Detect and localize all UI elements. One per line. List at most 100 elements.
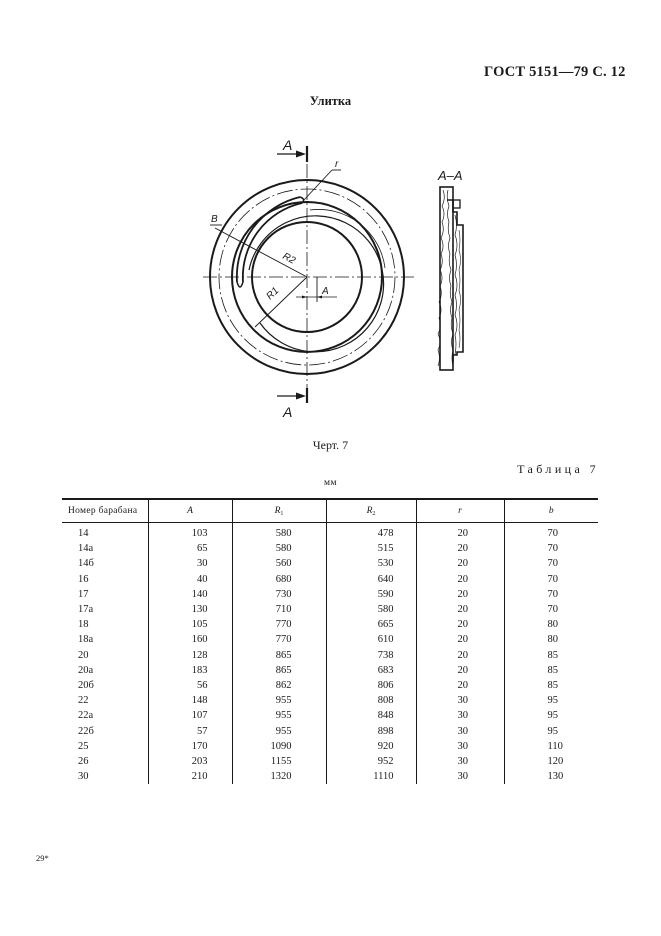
cell-r: 20	[415, 647, 504, 663]
cell-r2: 530	[325, 556, 416, 572]
cell-b: 80	[503, 617, 598, 633]
cell-n: 20	[78, 649, 89, 661]
cell-n: 16	[78, 573, 89, 585]
cell-r: 20	[415, 617, 504, 633]
cell-r: 20	[415, 556, 504, 572]
cell-r1: 560	[231, 556, 326, 572]
cell-n: 14	[78, 528, 89, 540]
cell-n: 18а	[78, 634, 94, 646]
cell-b: 70	[503, 571, 598, 587]
cell-b: 95	[503, 693, 598, 709]
cell-r1: 955	[231, 693, 326, 709]
table-units: мм	[323, 478, 338, 488]
cell-b: 95	[503, 723, 598, 739]
cell-b: 70	[503, 541, 598, 557]
cell-a: 203	[147, 753, 232, 769]
cell-r2: 920	[325, 738, 416, 754]
cell-n: 26	[78, 755, 89, 767]
cell-r: 30	[415, 738, 504, 754]
cell-a: 40	[147, 571, 232, 587]
cell-r: 20	[415, 522, 504, 542]
cell-n: 22б	[78, 725, 94, 737]
cell-r2: 640	[325, 571, 416, 587]
cell-n: 20б	[78, 679, 94, 691]
cell-r2: 898	[325, 723, 416, 739]
cell-b: 85	[503, 677, 598, 694]
cell-a: 105	[147, 617, 232, 633]
cell-n: 17а	[78, 604, 94, 616]
cell-r2: 808	[325, 693, 416, 709]
cell-r2: 515	[325, 541, 416, 557]
cell-r1: 1155	[231, 753, 326, 769]
cell-a: 128	[147, 647, 232, 663]
cell-n: 17	[78, 588, 89, 600]
cell-r1: 955	[231, 723, 326, 739]
cell-r2: 610	[325, 632, 416, 648]
cell-r: 20	[415, 662, 504, 678]
col-header-b: b	[503, 498, 598, 523]
cell-r: 20	[415, 677, 504, 694]
cell-r2: 580	[325, 601, 416, 618]
section-view-label: A–A	[437, 168, 463, 183]
cell-n: 18	[78, 619, 89, 631]
page-mark: 29*	[36, 853, 49, 863]
cell-r2: 1110	[325, 769, 416, 785]
cell-a: 183	[147, 662, 232, 678]
figure-title: Улитка	[309, 94, 352, 108]
cell-a: 57	[147, 723, 232, 739]
cell-b: 85	[503, 662, 598, 678]
cell-r: 30	[415, 693, 504, 709]
cell-b: 70	[503, 586, 598, 602]
cell-r2: 806	[325, 677, 416, 694]
cell-b: 80	[503, 632, 598, 648]
cell-r: 20	[415, 586, 504, 602]
table-label: Таблица 7	[517, 462, 599, 476]
dim-r-label: r	[335, 159, 339, 170]
dim-a-label: A	[321, 286, 329, 297]
radius-r2-label: R2	[281, 251, 298, 267]
cell-a: 148	[147, 693, 232, 709]
col-header-small-r: r	[415, 498, 504, 523]
cell-a: 160	[147, 632, 232, 648]
cell-b: 85	[503, 647, 598, 663]
cell-r1: 865	[231, 662, 326, 678]
cell-a: 56	[147, 677, 232, 694]
cell-a: 107	[147, 708, 232, 724]
figure-caption: Черт. 7	[312, 438, 349, 452]
cell-b: 70	[503, 522, 598, 542]
cell-r1: 580	[231, 522, 326, 542]
cell-n: 30	[78, 771, 89, 783]
cell-r2: 952	[325, 753, 416, 769]
cell-b: 110	[503, 738, 598, 754]
cell-a: 140	[147, 586, 232, 602]
col-header-drum-number: Номер барабана	[62, 498, 148, 523]
cell-r1: 580	[231, 541, 326, 557]
cell-r: 20	[415, 632, 504, 648]
col-header-r2: R2	[325, 498, 416, 523]
cell-b: 95	[503, 708, 598, 724]
cell-r1: 730	[231, 586, 326, 602]
cell-r2: 848	[325, 708, 416, 724]
cell-a: 130	[147, 601, 232, 618]
cell-n: 20а	[78, 664, 94, 676]
technical-drawing-snail: A A A–A B r A R2 R1	[203, 137, 464, 420]
cell-r1: 955	[231, 708, 326, 724]
cell-r2: 738	[325, 647, 416, 663]
cell-r1: 1320	[231, 769, 326, 785]
cell-r1: 770	[231, 632, 326, 648]
cell-n: 25	[78, 740, 89, 752]
cell-n: 22	[78, 695, 89, 707]
